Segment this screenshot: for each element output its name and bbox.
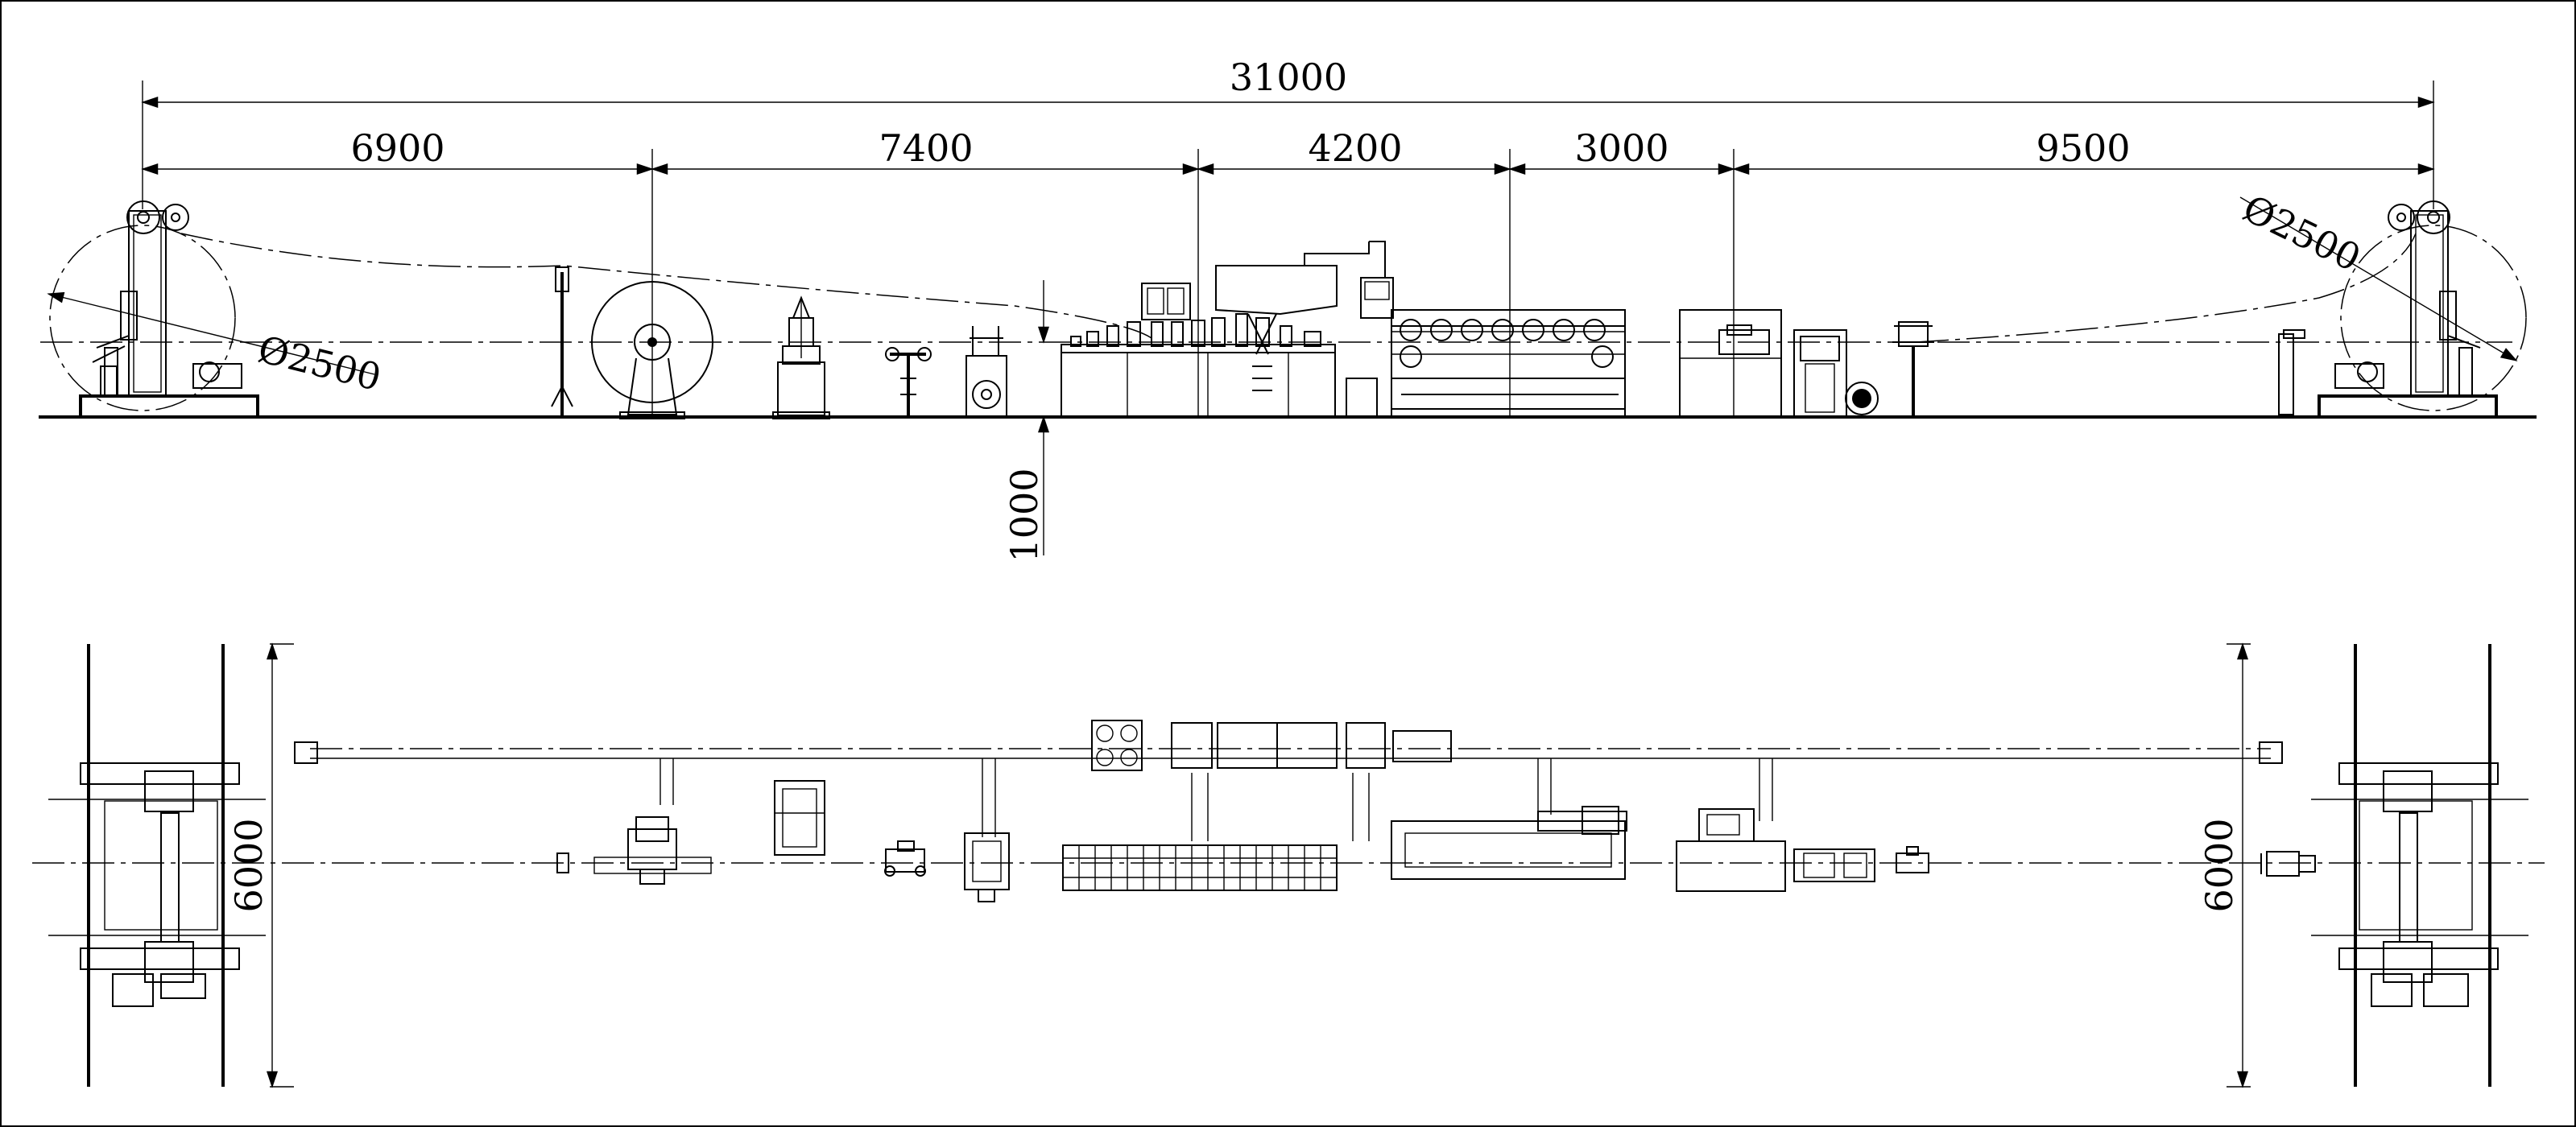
right-reel-circle (2340, 225, 2527, 411)
control-cabinet (1793, 329, 1879, 418)
segment-4-label: 3000 (1574, 126, 1668, 170)
plan-width-right-label: 6000 (2198, 818, 2241, 912)
plan-width-dimension-right (2227, 642, 2251, 1088)
plan-sizing-section (1391, 806, 1627, 880)
strip-guide-post (551, 266, 573, 417)
plan-width-dimension-left (267, 642, 294, 1088)
left-uncoiler: Ø2500 (47, 200, 386, 419)
segment-1-label: 6900 (350, 126, 444, 170)
shear-welder (772, 295, 830, 419)
elevation-view: 31000 6900 7400 4200 3000 9500 1000 Ø250… (39, 56, 2537, 563)
plan-control-cabinet (1793, 848, 1875, 882)
strip-path-left (180, 233, 1152, 339)
plan-width-left-label: 6000 (227, 818, 271, 912)
flying-cutoff (1679, 309, 1782, 418)
plan-edge-guide (884, 840, 926, 877)
left-reel-plan (48, 644, 266, 1087)
plan-shear-welder (774, 780, 825, 856)
plan-secondary-uncoiler (593, 816, 712, 885)
cable-drops (660, 758, 1773, 841)
right-reel-plan (2311, 644, 2528, 1087)
plan-electrical-cabinets (1091, 720, 1452, 771)
edge-guide (885, 347, 932, 417)
plan-guide-post (556, 852, 569, 873)
plan-recoiler-drive (2260, 851, 2316, 877)
right-reel-diameter-label: Ø2500 (2236, 186, 2367, 279)
plan-view: 6000 6000 (32, 642, 2545, 1088)
left-reel-diameter-label: Ø2500 (254, 327, 385, 399)
sizing-section (1391, 309, 1626, 418)
overall-length-label: 31000 (1230, 56, 1347, 99)
outlet-guide (1892, 321, 1934, 417)
strip-accumulator (965, 326, 1007, 418)
segment-5-label: 9500 (2036, 126, 2130, 170)
segment-3-label: 4200 (1308, 126, 1402, 170)
forming-mill (1061, 283, 1336, 418)
left-reel-circle (49, 225, 236, 411)
plan-flying-cutoff (1676, 808, 1786, 892)
right-recoiler: Ø2500 (2236, 186, 2527, 419)
plan-outlet-guide (1896, 846, 1929, 873)
plan-accumulator (964, 832, 1010, 902)
welding-unit (1215, 241, 1394, 418)
plan-forming-mill (1062, 844, 1338, 891)
strip-path-right (1916, 233, 2417, 343)
height-1000-label: 1000 (1003, 468, 1046, 562)
segment-2-label: 7400 (879, 126, 973, 170)
secondary-uncoiler (591, 281, 713, 419)
mill-control-box (1141, 283, 1191, 320)
